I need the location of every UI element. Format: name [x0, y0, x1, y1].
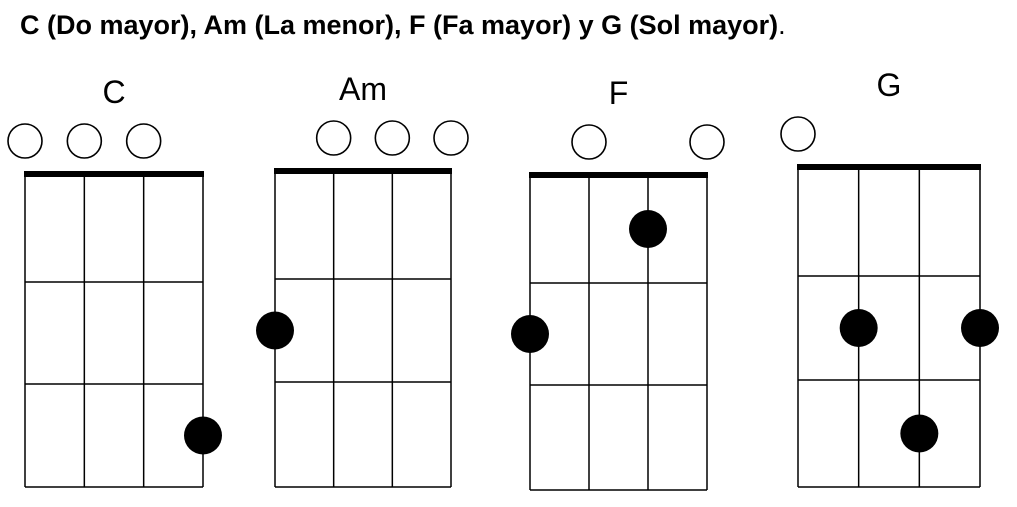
finger-dot — [629, 210, 667, 248]
open-string-marker — [433, 120, 469, 156]
finger-dot — [961, 309, 999, 347]
chord-name: Am — [339, 71, 387, 107]
chord-g: G — [780, 67, 999, 488]
open-string-marker — [66, 123, 103, 159]
open-string-marker — [7, 123, 43, 159]
chord-name: G — [877, 67, 902, 103]
chord-name: C — [102, 74, 125, 110]
finger-dot — [511, 315, 549, 353]
open-string-marker — [125, 123, 162, 159]
finger-dot — [184, 416, 222, 455]
open-string-marker — [315, 120, 352, 156]
finger-dot — [839, 309, 878, 347]
caption-text: C (Do mayor), Am (La menor), F (Fa mayor… — [20, 10, 779, 40]
finger-dot — [900, 414, 939, 453]
chord-f: F — [511, 75, 725, 491]
caption: C (Do mayor), Am (La menor), F (Fa mayor… — [20, 10, 786, 41]
open-string-marker — [374, 120, 411, 156]
chord-am: Am — [256, 71, 469, 488]
chord-c: C — [7, 74, 222, 488]
finger-dot — [256, 311, 294, 350]
open-string-marker — [689, 124, 725, 160]
open-string-marker — [780, 116, 816, 152]
open-string-marker — [571, 124, 607, 160]
chord-name: F — [609, 75, 629, 111]
caption-period: . — [778, 10, 786, 40]
